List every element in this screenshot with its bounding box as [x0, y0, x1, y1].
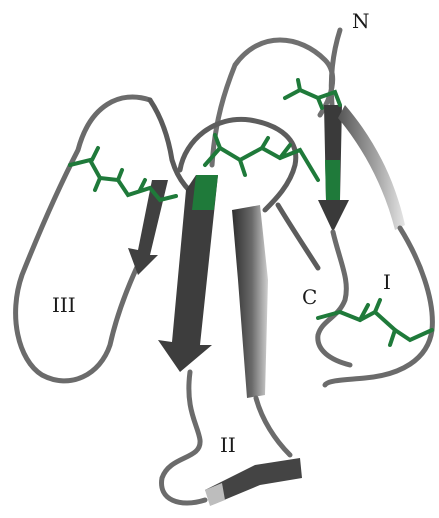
top-coil [212, 40, 333, 165]
loop-ii-strand-tip [205, 483, 225, 506]
c-terminal-coil [278, 205, 318, 268]
label-loop-iii: III [52, 293, 76, 317]
loop-iii-coil [16, 97, 150, 381]
loop-i-strand [338, 105, 405, 230]
label-loop-i: I [383, 270, 391, 294]
label-n-terminus: N [352, 9, 370, 33]
strand-left-green-segment [192, 175, 218, 210]
loop-i-coil [318, 228, 433, 385]
strand-green-segment [325, 160, 340, 200]
loop-ii-coil [162, 372, 205, 503]
label-loop-ii: II [220, 433, 236, 457]
strand-right-light [232, 205, 268, 398]
label-c-terminus: C [302, 285, 317, 309]
loop-ii-right-coil [256, 398, 290, 455]
